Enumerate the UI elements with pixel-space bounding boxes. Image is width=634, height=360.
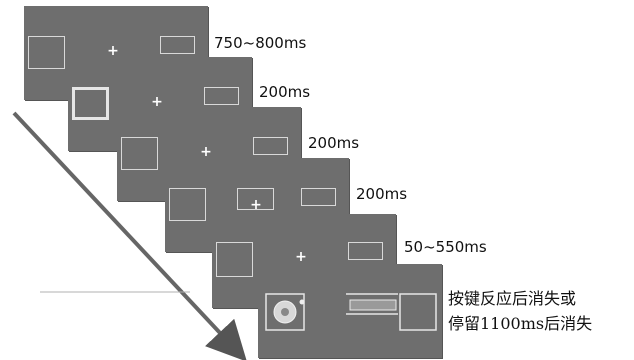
duration-label-5: 50~550ms <box>404 238 487 256</box>
duration-label-2: 200ms <box>259 83 311 101</box>
time-arrow-line <box>12 111 247 360</box>
final-caption-line2: 停留1100ms后消失 <box>448 314 593 333</box>
right-box <box>348 242 383 260</box>
right-box <box>204 87 239 105</box>
center-box <box>237 188 274 210</box>
duration-label-3: 200ms <box>308 134 360 152</box>
final-caption: 按键反应后消失或 停留1100ms后消失 <box>448 286 592 336</box>
right-box <box>253 137 288 155</box>
fixation-cross: + <box>295 249 307 265</box>
fixation-cross: + <box>200 144 212 160</box>
left-box-highlighted <box>72 87 109 120</box>
duration-label-4: 200ms <box>356 185 408 203</box>
target-stimulus-drawing <box>265 293 437 331</box>
left-box <box>169 188 206 221</box>
final-caption-line1: 按键反应后消失或 <box>448 289 577 308</box>
fixation-cross: + <box>250 197 262 213</box>
left-box <box>121 137 158 170</box>
left-box <box>28 36 65 69</box>
fixation-cross: + <box>107 43 119 59</box>
right-box <box>301 188 336 206</box>
fixation-cross: + <box>151 94 163 110</box>
right-box <box>160 36 195 54</box>
left-box <box>216 242 253 277</box>
duration-label-1: 750~800ms <box>214 34 307 52</box>
screen-frame-6 <box>258 264 442 358</box>
